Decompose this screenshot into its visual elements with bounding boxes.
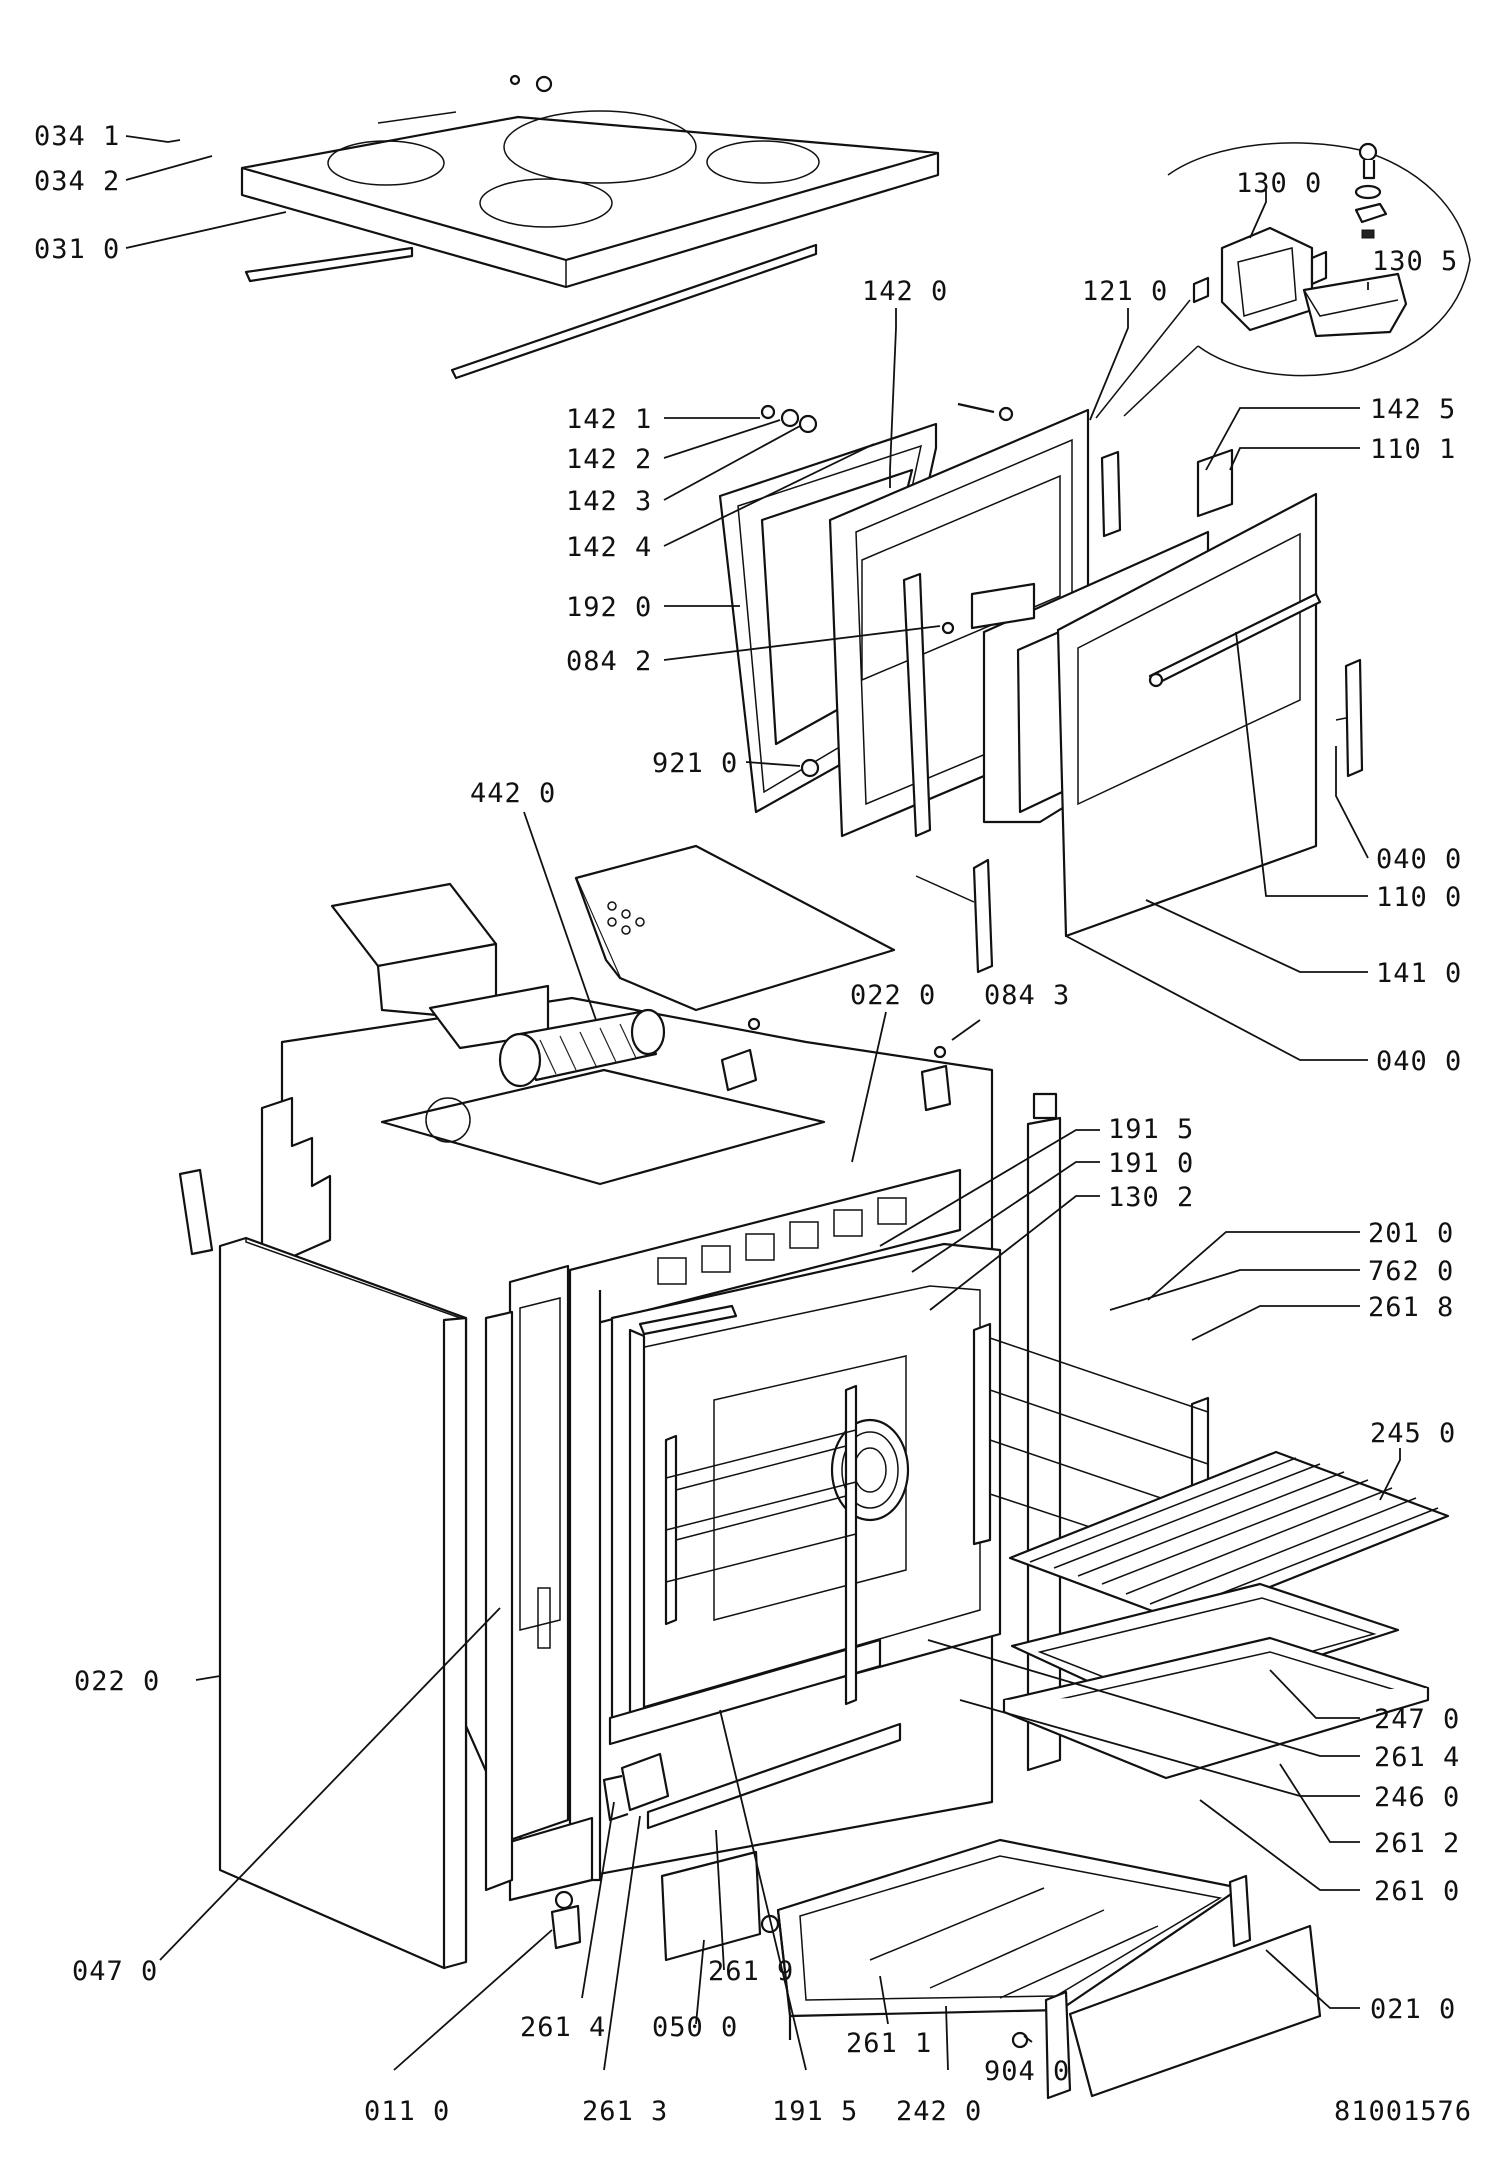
leader-lines xyxy=(125,135,1401,2071)
label-110-0: 110 0 xyxy=(1376,882,1462,913)
label-021-0: 021 0 xyxy=(1370,1994,1456,2025)
drawing-number: 81001576 xyxy=(1334,2096,1472,2127)
vent-duct xyxy=(178,882,550,1256)
label-142-0-top: 142 0 xyxy=(862,276,948,307)
label-142-1: 142 1 xyxy=(566,404,652,435)
label-034-1: 034 1 xyxy=(34,121,120,152)
label-040-0-lower: 040 0 xyxy=(1376,1046,1462,1077)
cooktop-part xyxy=(240,74,940,380)
top-cover-hood xyxy=(574,844,952,1112)
shelf-runners xyxy=(664,1322,1210,1706)
label-191-5-bottom: 191 5 xyxy=(772,2096,858,2127)
label-192-0: 192 0 xyxy=(566,592,652,623)
label-261-4-bottom: 261 4 xyxy=(520,2012,606,2043)
label-130-2: 130 2 xyxy=(1108,1182,1194,1213)
label-261-4-right: 261 4 xyxy=(1374,1742,1460,1773)
label-130-0: 130 0 xyxy=(1236,168,1322,199)
label-261-1: 261 1 xyxy=(846,2028,932,2059)
label-247-0: 247 0 xyxy=(1374,1704,1460,1735)
label-142-5: 142 5 xyxy=(1370,394,1456,425)
label-261-3: 261 3 xyxy=(582,2096,668,2127)
label-261-8: 261 8 xyxy=(1368,1292,1454,1323)
label-261-9: 261 9 xyxy=(708,1956,794,1987)
label-261-0: 261 0 xyxy=(1374,1876,1460,1907)
label-246-0: 246 0 xyxy=(1374,1782,1460,1813)
label-084-2: 084 2 xyxy=(566,646,652,677)
label-031-0: 031 0 xyxy=(34,234,120,265)
label-142-4: 142 4 xyxy=(566,532,652,563)
label-921-0: 921 0 xyxy=(652,748,738,779)
label-011-0: 011 0 xyxy=(364,2096,450,2127)
label-142-2: 142 2 xyxy=(566,444,652,475)
oven-door-assembly xyxy=(718,402,1364,974)
label-242-0: 242 0 xyxy=(896,2096,982,2127)
control-knob-detail xyxy=(1095,142,1471,419)
fan-motor xyxy=(498,1008,666,1088)
label-762-0: 762 0 xyxy=(1368,1256,1454,1287)
label-022-0-top: 022 0 xyxy=(850,980,936,1011)
label-047-0: 047 0 xyxy=(72,1956,158,1987)
label-084-3: 084 3 xyxy=(984,980,1070,1011)
label-142-3: 142 3 xyxy=(566,486,652,517)
label-141-0: 141 0 xyxy=(1376,958,1462,989)
baking-trays xyxy=(1002,1582,1430,1780)
wire-rack xyxy=(1008,1450,1450,1624)
label-191-0: 191 0 xyxy=(1108,1148,1194,1179)
label-022-0-left: 022 0 xyxy=(74,1666,160,1697)
label-904-0: 904 0 xyxy=(984,2056,1070,2087)
side-panel xyxy=(218,1236,551,1970)
label-040-0-upper: 040 0 xyxy=(1376,844,1462,875)
storage-drawer xyxy=(550,1752,1322,2100)
label-442-0: 442 0 xyxy=(470,778,556,809)
label-110-1: 110 1 xyxy=(1370,434,1456,465)
label-191-5-top: 191 5 xyxy=(1108,1114,1194,1145)
label-050-0: 050 0 xyxy=(652,2012,738,2043)
label-034-2: 034 2 xyxy=(34,166,120,197)
label-130-5: 130 5 xyxy=(1372,246,1458,277)
label-121-0: 121 0 xyxy=(1082,276,1168,307)
label-201-0: 201 0 xyxy=(1368,1218,1454,1249)
label-245-0: 245 0 xyxy=(1370,1418,1456,1449)
part-labels: 034 1 034 2 031 0 142 0 121 0 130 0 130 … xyxy=(34,121,1472,2127)
label-261-2: 261 2 xyxy=(1374,1828,1460,1859)
